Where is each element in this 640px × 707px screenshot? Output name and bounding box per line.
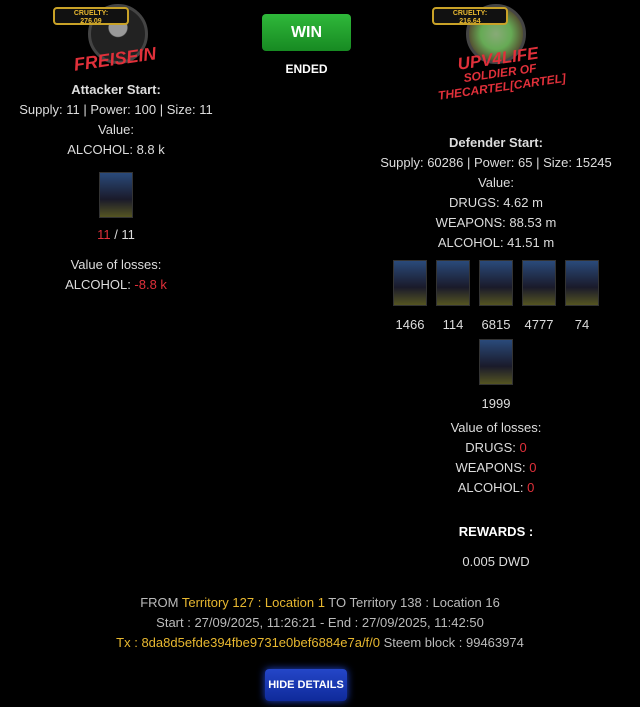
transaction-info: Tx : 8da8d5efde394fbe9731e0bef6884e7a/f/… [116, 635, 524, 650]
unit-count: 6815 [481, 317, 511, 332]
defender-loss: DRUGS: 0 [465, 440, 527, 455]
defender-unit-image[interactable] [393, 260, 427, 306]
defender-losses-label: Value of losses: [450, 420, 542, 435]
defender-loss: WEAPONS: 0 [455, 460, 537, 475]
attacker-name[interactable]: FREISEIN [72, 43, 158, 75]
attacker-losses-label: Value of losses: [70, 257, 162, 272]
attacker-unit-image[interactable] [99, 172, 133, 218]
defender-cruelty-badge: CRUELTY:216.64 [432, 7, 508, 25]
battle-status: ENDED [285, 62, 328, 76]
attacker-start-title: Attacker Start: [71, 82, 161, 97]
attacker-panel: Attacker Start: Supply: 11 | Power: 100 … [0, 80, 232, 295]
unit-count: 1466 [395, 317, 425, 332]
battle-times: Start : 27/09/2025, 11:26:21 - End : 27/… [156, 615, 484, 630]
rewards-value: 0.005 DWD [462, 554, 530, 569]
unit-count: 1999 [481, 396, 511, 411]
defender-value: ALCOHOL: 41.51 m [437, 235, 555, 250]
defender-unit-image[interactable] [479, 339, 513, 385]
unit-count: 114 [442, 317, 464, 332]
defender-start-title: Defender Start: [449, 135, 543, 150]
unit-count: 74 [574, 317, 590, 332]
attacker-value: ALCOHOL: 8.8 k [67, 142, 165, 157]
win-badge: WIN [262, 14, 351, 51]
attacker-cruelty-badge: CRUELTY:276.09 [53, 7, 129, 25]
attacker-value-label: Value: [98, 122, 134, 137]
unit-count: 4777 [524, 317, 554, 332]
defender-panel: Defender Start: Supply: 60286 | Power: 6… [352, 133, 640, 572]
defender-unit-image[interactable] [436, 260, 470, 306]
rewards-title: REWARDS : [458, 524, 534, 539]
attacker-unit-count: 11 / 11 [97, 227, 135, 242]
defender-stats: Supply: 60286 | Power: 65 | Size: 15245 [380, 155, 612, 170]
defender-unit-image[interactable] [522, 260, 556, 306]
battle-footer: FROM Territory 127 : Location 1 TO Terri… [0, 593, 640, 653]
from-location-link[interactable]: Territory 127 : Location 1 [181, 595, 325, 610]
defender-value: WEAPONS: 88.53 m [435, 215, 557, 230]
defender-unit-image[interactable] [565, 260, 599, 306]
defender-value: DRUGS: 4.62 m [449, 195, 543, 210]
defender-loss: ALCOHOL: 0 [457, 480, 535, 495]
defender-value-label: Value: [478, 175, 514, 190]
defender-unit-image[interactable] [479, 260, 513, 306]
hide-details-button[interactable]: HIDE DETAILS [265, 669, 347, 701]
attacker-loss: ALCOHOL: -8.8 k [65, 277, 167, 292]
tx-link[interactable]: 8da8d5efde394fbe9731e0bef6884e7a/f/0 [141, 635, 381, 650]
attacker-stats: Supply: 11 | Power: 100 | Size: 11 [19, 102, 213, 117]
route: FROM Territory 127 : Location 1 TO Terri… [140, 595, 500, 610]
